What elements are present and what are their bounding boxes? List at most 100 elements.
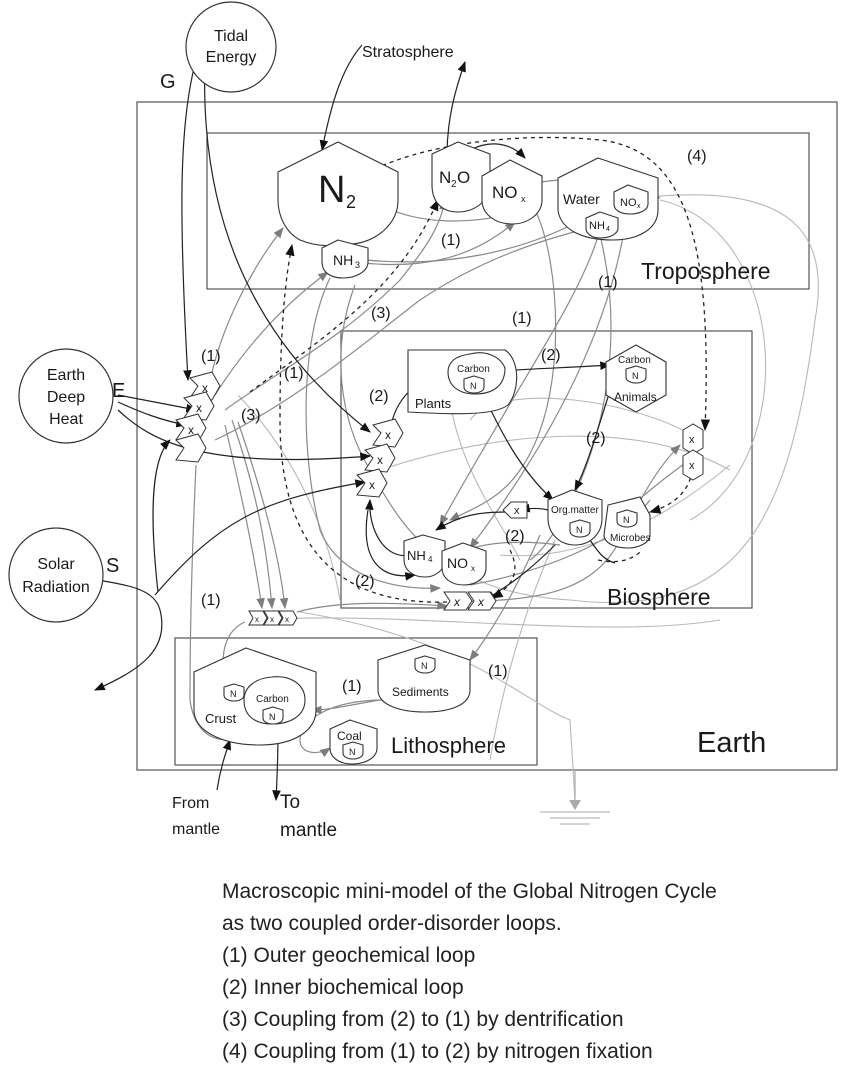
- svg-text:N: N: [269, 712, 276, 722]
- svg-text:Plants: Plants: [415, 396, 452, 411]
- heat-label-line1: Earth: [47, 367, 85, 384]
- caption-line-3: (1) Outer geochemical loop: [222, 944, 476, 967]
- loop1-marker-mid: (1): [512, 310, 532, 327]
- loop1-marker-sed: (1): [342, 678, 362, 695]
- converter-left-4: [175, 433, 207, 463]
- microbes-n-node: [616, 509, 638, 528]
- svg-text:NH: NH: [407, 548, 426, 563]
- caption-line-1: Macroscopic mini-model of the Global Nit…: [222, 880, 717, 903]
- svg-text:x: x: [521, 194, 526, 204]
- svg-text:4: 4: [606, 226, 610, 233]
- biosphere-box: [340, 330, 753, 609]
- plants-node: Plants Carbon N: [407, 349, 518, 415]
- svg-text:x: x: [689, 460, 695, 472]
- lithosphere-label: Lithosphere: [391, 733, 506, 758]
- ground-symbol: [540, 770, 610, 825]
- loop2-marker-bottom: (2): [355, 573, 375, 590]
- earth-label: Earth: [697, 727, 766, 759]
- loop1-marker-left2: (1): [284, 365, 304, 382]
- svg-text:x: x: [453, 595, 461, 609]
- org-matter-node: Org.matter N: [547, 489, 603, 546]
- loop4-marker: (4): [687, 148, 707, 165]
- converter-litho-2: x: [263, 610, 283, 626]
- caption-line-4: (2) Inner biochemical loop: [222, 976, 464, 999]
- loop-markers: (4) (1) (1) (1) (3) (1) (1) (3) (2) (2) …: [201, 148, 707, 695]
- coal-n-node: [342, 741, 364, 760]
- bio-nh4-node: NH 4: [403, 534, 446, 578]
- svg-text:NH: NH: [589, 220, 605, 232]
- water-nh4-node: [585, 211, 619, 239]
- solar-letter: S: [106, 555, 119, 577]
- svg-text:x: x: [188, 423, 194, 437]
- svg-text:NO: NO: [492, 183, 518, 202]
- crust-carbon-n-node: [262, 706, 284, 725]
- svg-text:x: x: [377, 453, 383, 467]
- sediments-n-node: [414, 655, 436, 674]
- svg-text:Carbon: Carbon: [256, 694, 289, 705]
- svg-text:Carbon: Carbon: [618, 355, 651, 366]
- coal-node: Coal N: [329, 719, 378, 765]
- svg-text:O: O: [457, 168, 470, 187]
- n2o-node: N 2 O: [431, 141, 491, 213]
- svg-text:4: 4: [428, 555, 433, 564]
- figure-caption: Macroscopic mini-model of the Global Nit…: [222, 876, 842, 1068]
- caption-line-6: (4) Coupling from (1) to (2) by nitrogen…: [222, 1040, 653, 1063]
- svg-text:Sediments: Sediments: [392, 685, 449, 699]
- heat-label-line3: Heat: [49, 411, 83, 428]
- converter-litho-1: x: [248, 610, 268, 626]
- converter-left-1: x: [189, 371, 221, 401]
- svg-text:NO: NO: [620, 197, 637, 209]
- svg-text:N: N: [470, 381, 477, 391]
- stratosphere-label: Stratosphere: [362, 44, 454, 61]
- nox-node: NO x: [481, 159, 543, 225]
- tidal-letter: G: [160, 71, 176, 93]
- animals-node: Carbon N Animals: [605, 344, 667, 413]
- nh3-node: NH 3: [321, 239, 369, 279]
- svg-text:x: x: [477, 595, 485, 609]
- microbes-node: N Microbes: [603, 496, 651, 549]
- converter-org: x: [502, 501, 528, 519]
- svg-text:x: x: [270, 615, 274, 624]
- svg-text:N: N: [623, 515, 630, 525]
- svg-text:N: N: [576, 525, 583, 535]
- earth-letter: E: [112, 380, 125, 402]
- svg-text:N: N: [439, 168, 451, 187]
- svg-text:Crust: Crust: [205, 711, 236, 726]
- animals-n-node: [625, 365, 647, 384]
- bio-nox-node: NO x: [441, 542, 487, 586]
- org-n-node: [569, 519, 591, 538]
- light-flows: [237, 194, 819, 801]
- loop1-marker-sed-right: (1): [488, 663, 508, 680]
- solar-label-line2: Radiation: [22, 579, 90, 596]
- from-mantle-line1: From: [172, 795, 209, 812]
- earth-box: [136, 101, 838, 771]
- svg-text:x: x: [689, 434, 695, 446]
- caption-line-5: (3) Coupling from (2) to (1) by dentrifi…: [222, 1008, 624, 1031]
- converter-litho-3: x: [278, 610, 298, 626]
- svg-text:x: x: [196, 401, 202, 415]
- svg-text:x: x: [385, 428, 391, 442]
- svg-text:N: N: [632, 371, 639, 381]
- converter-bio-2: x: [364, 443, 396, 473]
- svg-text:x: x: [285, 615, 289, 624]
- solar-label-line1: Solar: [37, 556, 75, 573]
- svg-text:x: x: [514, 505, 520, 517]
- loop1-marker-tropo: (1): [441, 232, 461, 249]
- svg-text:Animals: Animals: [614, 390, 657, 404]
- loop2-marker-plants: (2): [541, 347, 561, 364]
- sediments-node: N Sediments: [377, 644, 471, 713]
- converter-left-2: x: [183, 391, 215, 421]
- loop2-marker-animals: (2): [586, 430, 606, 447]
- svg-text:Microbes: Microbes: [610, 533, 651, 544]
- grey-flows: [189, 176, 691, 758]
- converter-bottom-1: x: [443, 591, 473, 611]
- water-node: Water NO x NH 4: [557, 157, 659, 241]
- svg-text:Coal: Coal: [337, 729, 362, 743]
- svg-text:N: N: [421, 661, 428, 671]
- svg-text:x: x: [255, 615, 259, 624]
- n2-subscript: 2: [346, 192, 356, 212]
- loop3-marker-left: (3): [241, 407, 261, 424]
- converter-bio-3: x: [356, 468, 388, 498]
- converter-bio-1: x: [372, 418, 404, 448]
- troposphere-label: Troposphere: [641, 258, 771, 284]
